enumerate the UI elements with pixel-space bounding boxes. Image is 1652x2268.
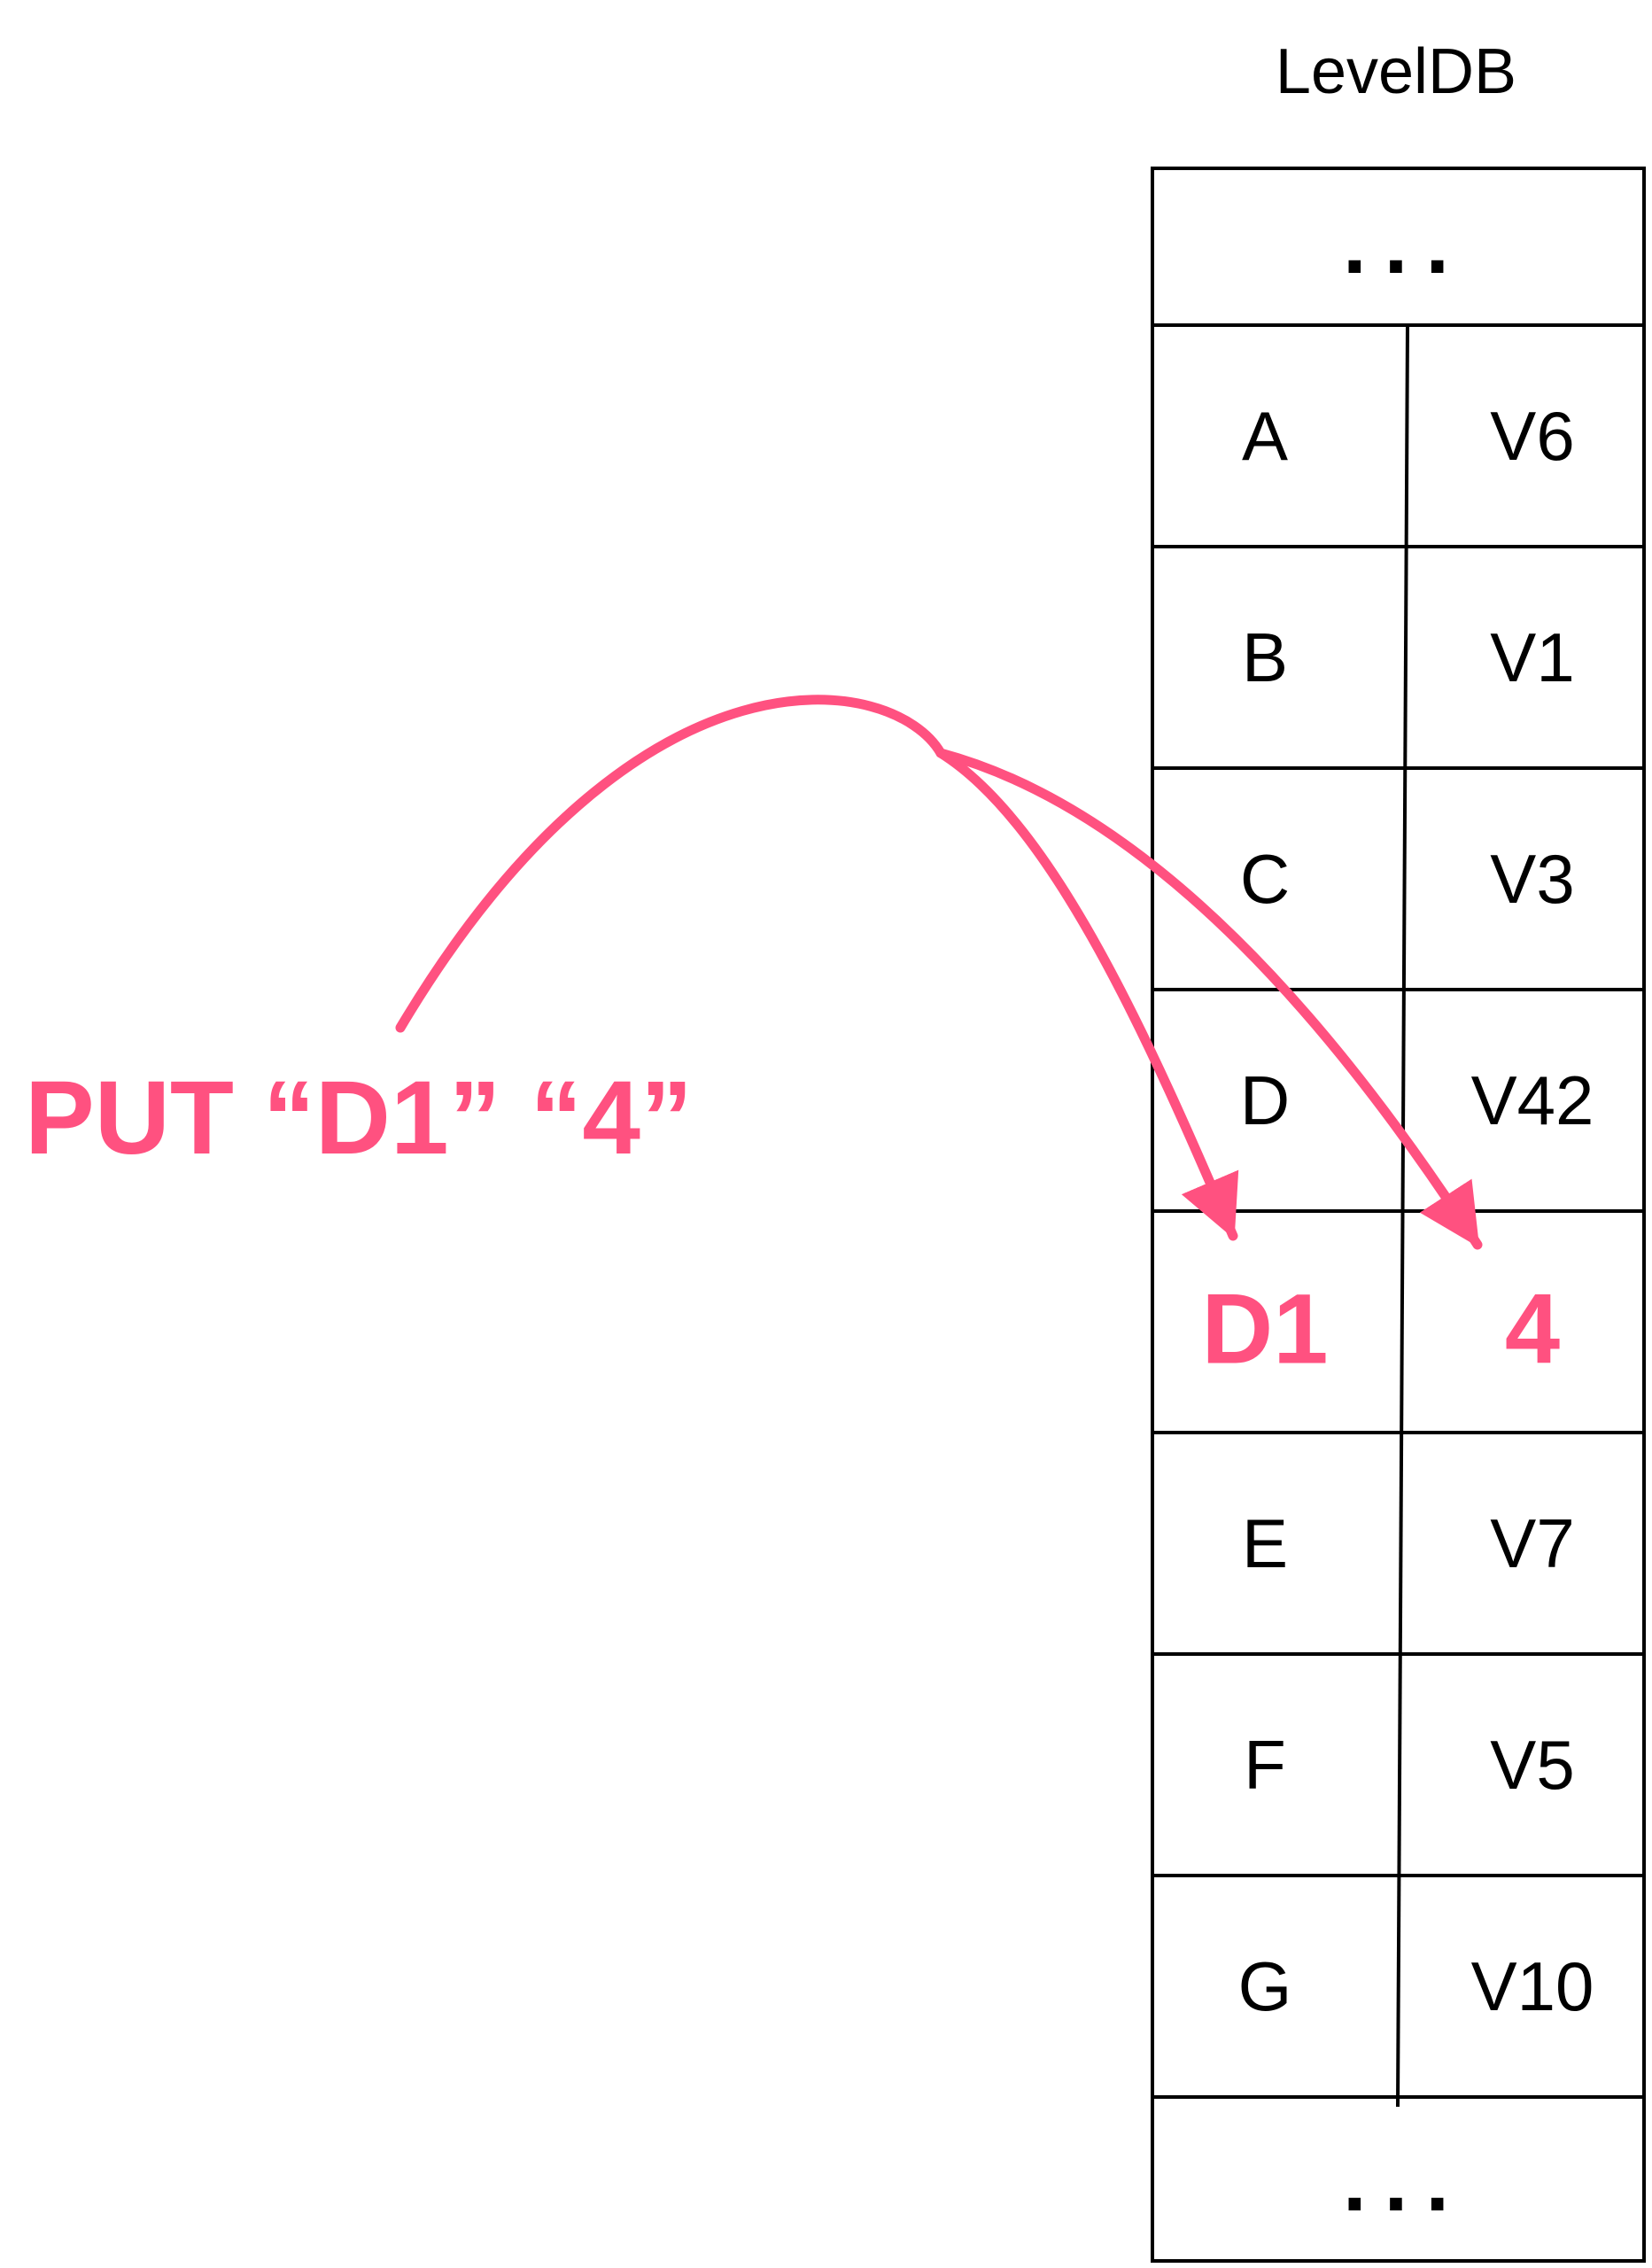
bottom-ellipsis: ...	[1343, 2134, 1467, 2229]
table-value-cell: V42	[1471, 1061, 1594, 1139]
arrow-to-key	[395, 695, 1239, 1241]
table-key-cell: D1	[1201, 1274, 1328, 1385]
table-key-cell: D	[1240, 1061, 1290, 1139]
table-key-cell: E	[1242, 1504, 1288, 1582]
table-value-cell: V1	[1490, 618, 1574, 696]
column-divider	[1396, 324, 1409, 2108]
insert-arrows	[395, 695, 1483, 1250]
table-key-cell: F	[1244, 1726, 1286, 1804]
table-value-cell: V7	[1490, 1504, 1574, 1582]
table-key-cell: A	[1242, 397, 1288, 475]
table-value-cell: V3	[1490, 840, 1574, 918]
table-value-cell: V10	[1471, 1947, 1594, 2025]
top-ellipsis: ...	[1343, 197, 1467, 291]
diagram-title: LevelDB	[1276, 36, 1516, 107]
table-value-cell: 4	[1505, 1274, 1560, 1385]
table-key-cell: C	[1240, 840, 1290, 918]
table-key-cell: G	[1238, 1947, 1292, 2025]
arrow-to-value	[935, 748, 1483, 1250]
put-command-label: PUT “D1” “4”	[25, 1060, 693, 1177]
table-value-cell: V5	[1490, 1726, 1574, 1804]
table-outline	[1151, 167, 1646, 2263]
table-key-cell: B	[1242, 618, 1288, 696]
table-value-cell: V6	[1490, 397, 1574, 475]
